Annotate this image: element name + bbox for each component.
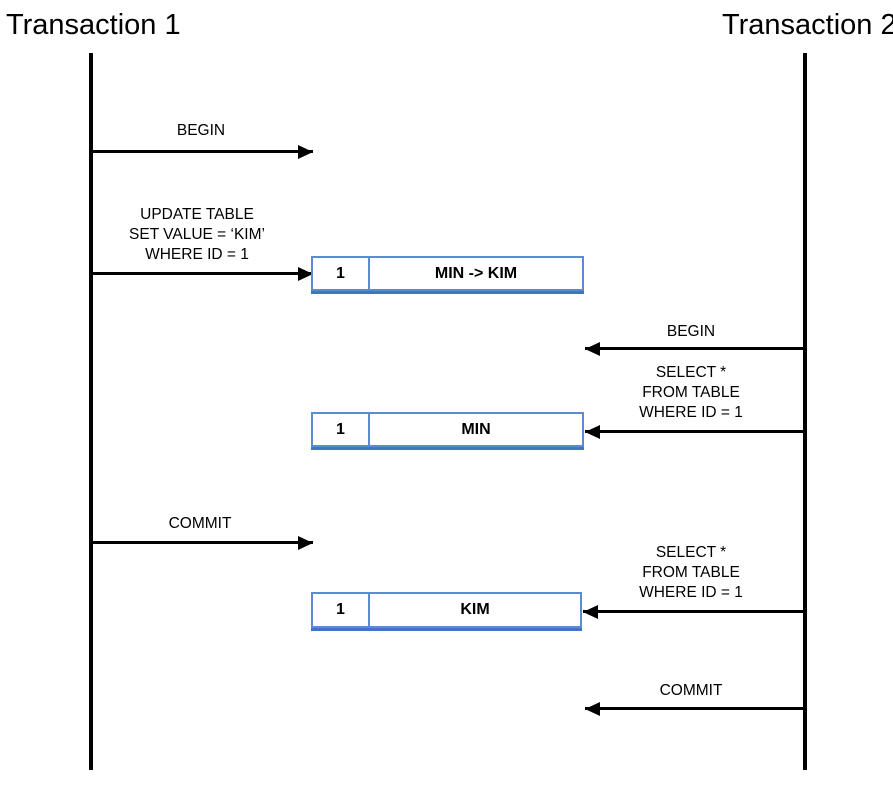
record-box-min: 1 MIN (311, 412, 584, 447)
arrowhead-right-icon (298, 536, 313, 550)
message-label-begin-t2: BEGIN (666, 323, 716, 340)
message-label-select-t2-second: SELECT * FROM TABLE WHERE ID = 1 (639, 544, 743, 601)
record-value-cell: MIN (461, 420, 491, 438)
arrowhead-left-icon (583, 605, 598, 619)
arrow-line (583, 610, 805, 613)
record-value-cell: MIN -> KIM (434, 264, 518, 282)
arrow-line (585, 430, 805, 433)
record-id-cell: 1 (313, 414, 370, 445)
message-label-commit-t1: COMMIT (168, 515, 232, 532)
record-id-cell: 1 (313, 258, 370, 289)
arrowhead-right-icon (298, 267, 313, 281)
record-box-kim: 1 KIM (311, 592, 582, 628)
arrow-line (91, 150, 313, 153)
lifeline-transaction-2 (803, 53, 807, 770)
record-value-cell: KIM (460, 601, 490, 618)
arrowhead-left-icon (585, 702, 600, 716)
message-label-select-t2-first: SELECT * FROM TABLE WHERE ID = 1 (639, 364, 743, 421)
arrow-line (91, 272, 313, 275)
record-id-cell: 1 (313, 594, 370, 626)
arrowhead-left-icon (585, 342, 600, 356)
message-label-update-t1: UPDATE TABLE SET VALUE = ‘KIM’ WHERE ID … (129, 206, 265, 263)
arrowhead-right-icon (298, 145, 313, 159)
arrow-line (585, 707, 805, 710)
record-box-min-to-kim: 1 MIN -> KIM (311, 256, 584, 291)
lifeline-title-transaction-2: Transaction 2 (722, 9, 893, 41)
arrowhead-left-icon (585, 425, 600, 439)
arrow-line (91, 541, 313, 544)
lifeline-title-transaction-1: Transaction 1 (6, 9, 181, 41)
lifeline-transaction-1 (89, 53, 93, 770)
message-label-begin-t1: BEGIN (176, 122, 226, 139)
message-label-commit-t2: COMMIT (659, 682, 723, 699)
arrow-line (585, 347, 805, 350)
